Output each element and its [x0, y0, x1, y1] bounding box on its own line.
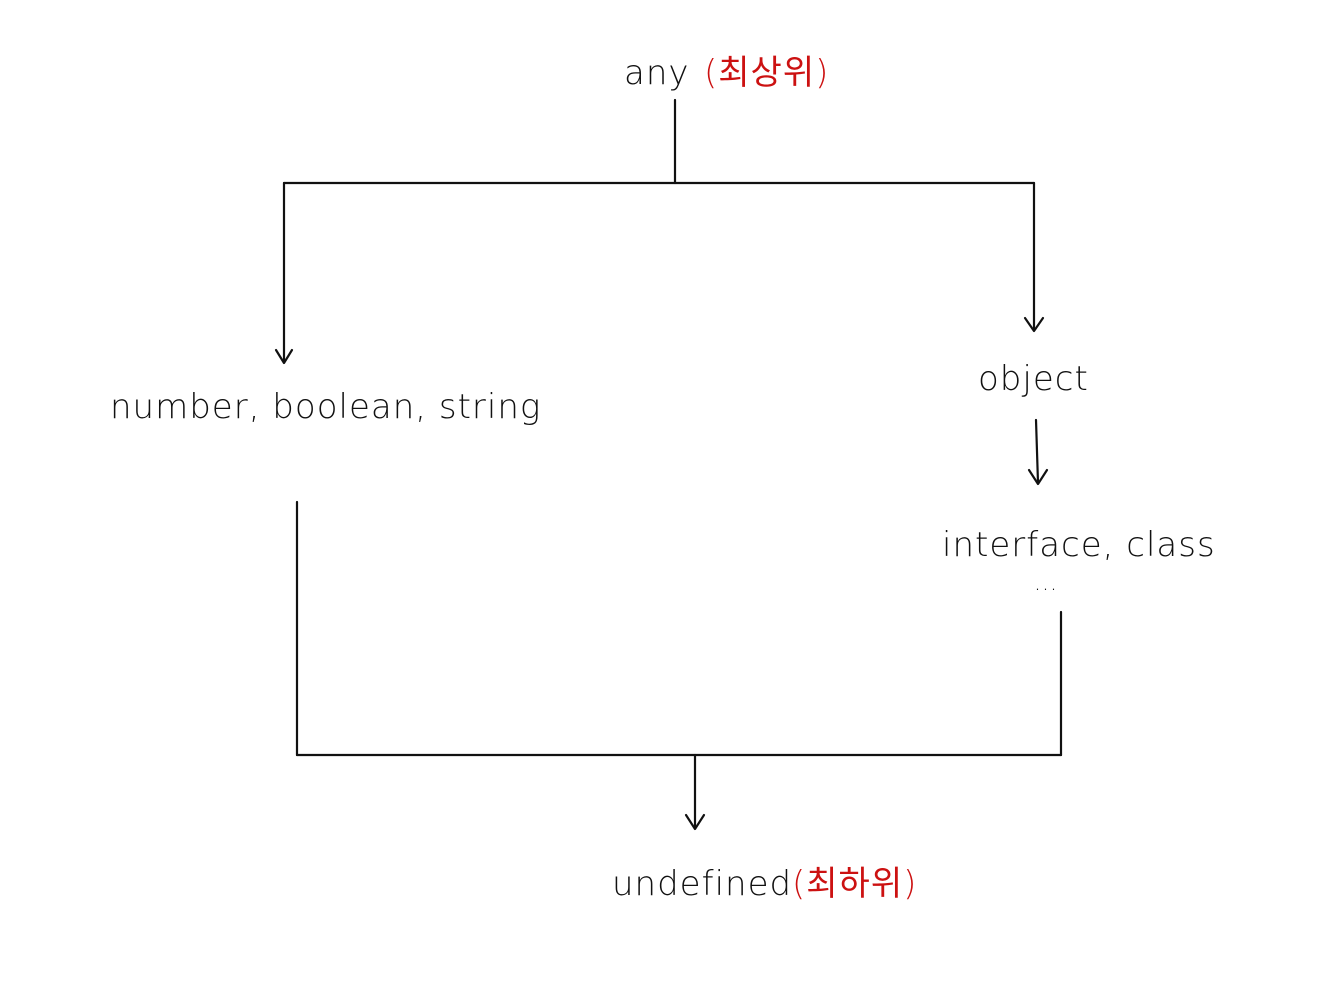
arrowhead-object-icon: [1023, 316, 1045, 333]
node-undefined-label: undefined: [612, 864, 792, 904]
node-primitives-label: number, boolean, string: [110, 387, 541, 427]
node-any-note: (최상위): [704, 53, 829, 93]
arrowhead-interface-icon: [1027, 468, 1049, 486]
arrowhead-undefined-icon: [684, 813, 706, 831]
arrowhead-primitives-icon: [274, 348, 294, 365]
node-any-label: any: [624, 53, 690, 93]
node-interface-class-continuation: ...: [1034, 571, 1058, 596]
node-interface-class-label: interface, class: [942, 525, 1216, 565]
node-object-label: object: [978, 359, 1089, 399]
node-undefined-note: (최하위): [792, 864, 917, 904]
edge-object-to-interface: [1034, 418, 1040, 485]
